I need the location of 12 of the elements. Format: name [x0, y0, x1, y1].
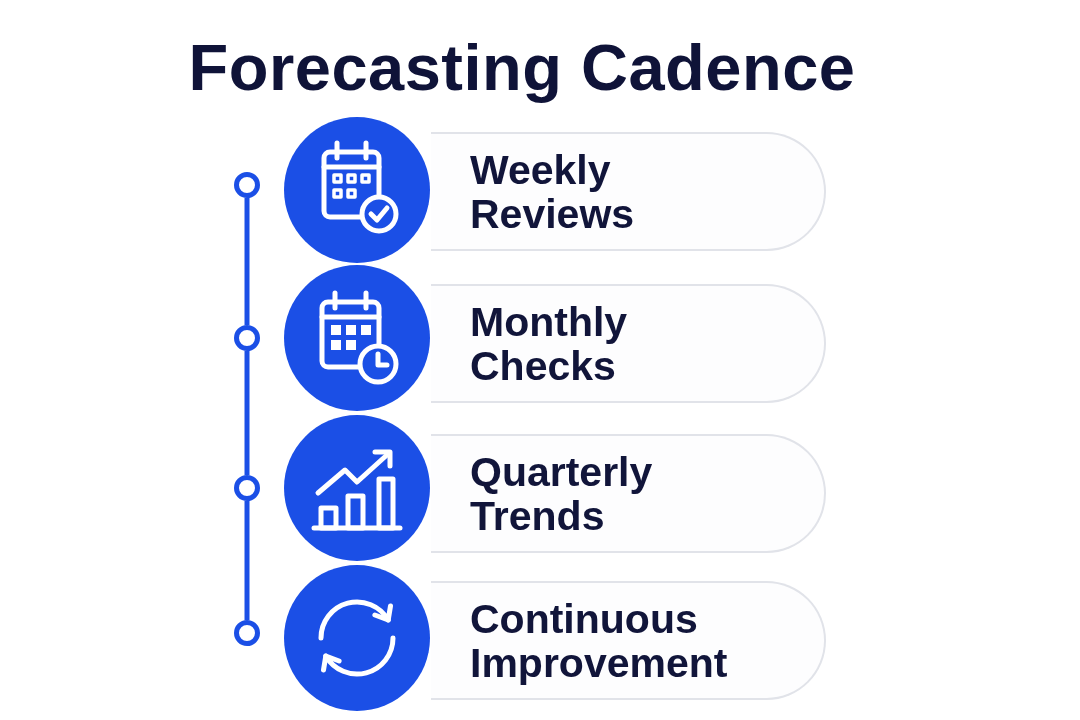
- stage-title: Quarterly Trends: [470, 449, 654, 538]
- timeline-line: [244, 501, 250, 620]
- timeline-dot: [233, 619, 261, 647]
- timeline-dot: [233, 324, 261, 352]
- timeline-line: [244, 351, 250, 475]
- stage-title: Monthly Checks: [470, 299, 629, 388]
- stage-title: Weekly Reviews: [470, 147, 636, 236]
- page-title: Forecasting Cadence: [187, 30, 857, 106]
- timeline-dot: [233, 171, 261, 199]
- stage-title: Continuous Improvement: [470, 596, 729, 685]
- timeline-line: [244, 198, 250, 325]
- timeline-dot: [233, 474, 261, 502]
